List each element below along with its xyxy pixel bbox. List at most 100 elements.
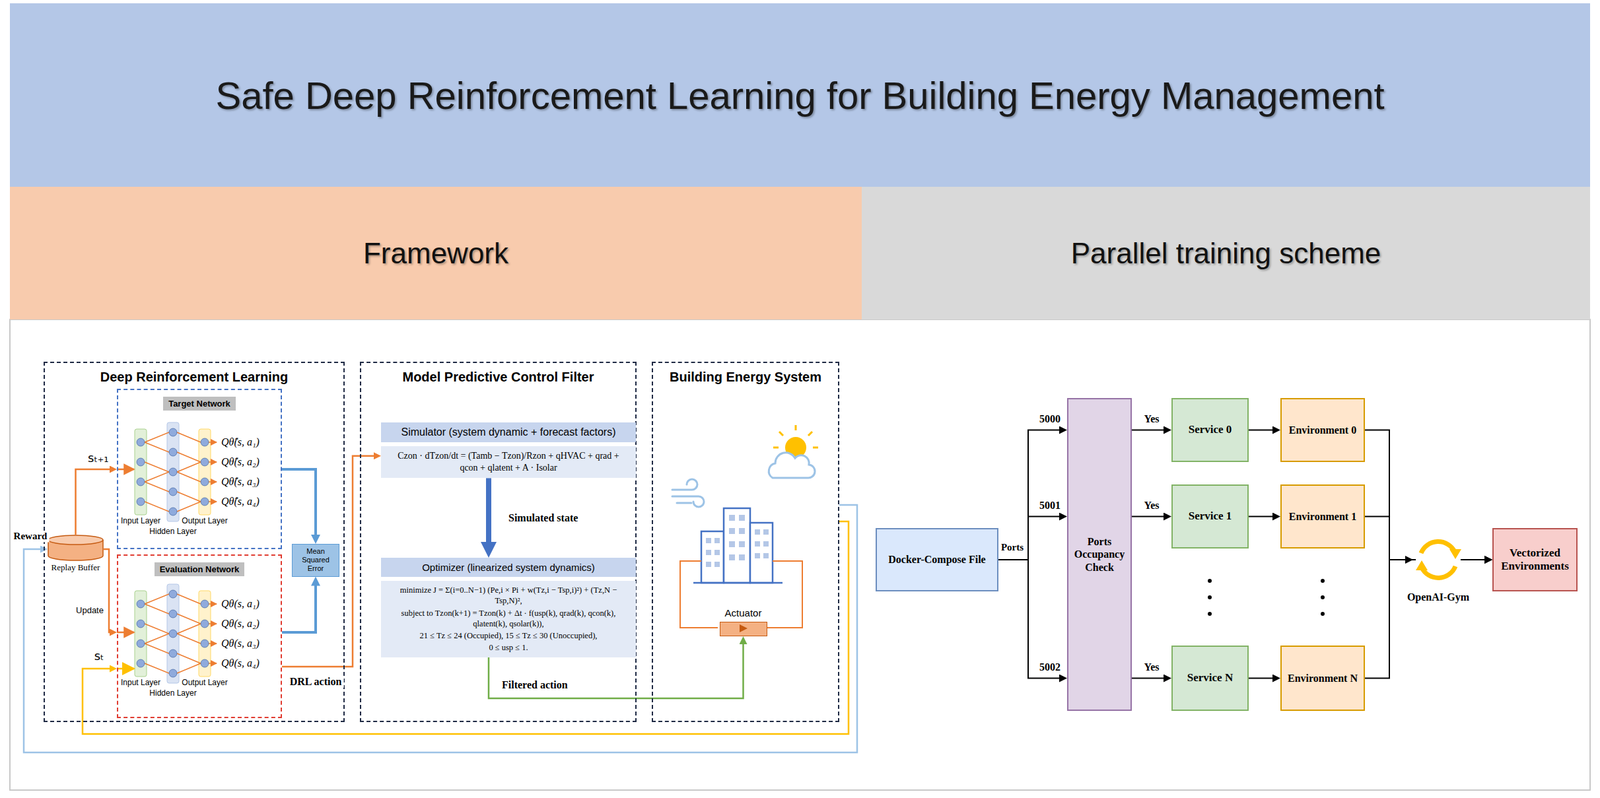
building-icon <box>729 541 735 548</box>
connector <box>1248 429 1274 432</box>
cylinder-top <box>48 535 104 545</box>
q-value-label: Qθ̂(s, a₃) <box>219 476 262 488</box>
icon-caption: OpenAI-Gym <box>1405 591 1472 604</box>
gym-icon <box>1421 566 1456 578</box>
building-icon <box>693 582 783 585</box>
formula-text: 0 ≤ usp ≤ 1. <box>381 641 636 658</box>
connector <box>281 584 316 633</box>
connector <box>998 430 1061 561</box>
weather-icon <box>795 425 798 431</box>
gym-icon <box>1421 542 1455 554</box>
control-loop <box>680 561 803 628</box>
network-box: Evaluation Network <box>116 554 282 719</box>
weather-icon <box>768 452 815 479</box>
continuation-dots <box>1320 612 1325 617</box>
target-network-drawing <box>134 422 217 522</box>
building-icon <box>701 531 724 584</box>
building-icon <box>738 528 745 535</box>
box-label: Ports Occupancy Check <box>1071 535 1128 574</box>
edge-label: Yes <box>1141 499 1161 512</box>
service-box: Service 0 <box>1171 398 1249 463</box>
edge-label: 5001 <box>1037 499 1063 512</box>
band-title: Framework <box>363 237 509 271</box>
building-icon <box>723 508 751 584</box>
connector <box>1131 678 1165 680</box>
box-label: Environment 0 <box>1284 423 1361 437</box>
panel-heading: Deep Reinforcement Learning <box>44 369 344 385</box>
network-heading: Evaluation Network <box>154 562 245 577</box>
dashed-panel: Target NetworkEvaluation NetworkReplay B… <box>43 361 345 723</box>
wind-icon <box>676 502 692 505</box>
edge-label: Filtered action <box>499 679 570 692</box>
formula-block: Optimizer (linearized system dynamics)mi… <box>381 557 636 658</box>
box-label: Environment N <box>1284 672 1361 685</box>
connector <box>486 478 492 545</box>
building-icon <box>714 561 720 568</box>
q-value-label: Qθ(s, a₂) <box>219 618 262 630</box>
panel-heading: Building Energy System <box>653 369 838 385</box>
building-icon <box>750 522 773 584</box>
diagram-title: Safe Deep Reinforcement Learning for Bui… <box>215 73 1385 118</box>
actuator: Actuator <box>711 607 776 637</box>
connector <box>281 456 376 667</box>
formula-text: subject to Tzon(k+1) = Tzon(k) + Δt · f(… <box>381 607 636 631</box>
continuation-dots <box>1320 595 1325 600</box>
panel-heading: Model Predictive Control Filter <box>361 369 636 385</box>
dashed-panel: Actuator Building Energy System <box>651 361 840 723</box>
edge-label: 5002 <box>1037 660 1063 673</box>
dashed-panel: Simulator (system dynamic + forecast fac… <box>359 361 637 723</box>
connector <box>1131 516 1165 518</box>
building-icon <box>714 538 720 544</box>
box-label: Mean Squared Error <box>295 547 337 574</box>
connector <box>281 469 316 537</box>
q-value-label: Qθ(s, a₄) <box>219 657 262 670</box>
building-icon <box>705 561 712 568</box>
edge-label: DRL action <box>287 676 345 689</box>
play-symbol <box>720 622 766 635</box>
input-arrow <box>116 668 135 671</box>
connector <box>103 549 111 633</box>
actuator-box <box>719 622 768 637</box>
environment-box: Environment N <box>1280 645 1365 712</box>
process-box: Mean Squared Error <box>291 544 340 578</box>
box-label: Vectorized Environments <box>1496 546 1574 574</box>
building-icon <box>705 538 712 544</box>
output-box: Vectorized Environments <box>1492 528 1578 592</box>
q-value-label: Qθ̂(s, a₁) <box>219 436 262 449</box>
q-value-label: Qθ̂(s, a₄) <box>219 495 262 508</box>
gym-icon <box>1415 537 1461 583</box>
wind-icon <box>672 496 704 508</box>
formula-text: Optimizer (linearized system dynamics) <box>381 557 636 578</box>
port-label: Ports <box>999 542 1026 554</box>
building-icon <box>763 529 769 535</box>
building-icon <box>754 553 761 559</box>
file-box: Docker-Compose File <box>875 528 999 592</box>
check-box: Ports Occupancy Check <box>1067 398 1132 712</box>
q-value-label: Qθ(s, a₁) <box>219 598 262 611</box>
cylinder-shape <box>47 534 104 562</box>
layer-label: Hidden Layer <box>147 689 199 699</box>
box-label: Environment 1 <box>1284 510 1361 523</box>
actuator-label: Actuator <box>711 607 776 620</box>
formula-text: Czon · dTzon/dt = (Tamb − Tzon)/Rzon + q… <box>381 446 636 479</box>
wind-icon <box>672 479 698 490</box>
layer-label: Hidden Layer <box>147 527 199 537</box>
q-value-label: Qθ(s, a₃) <box>219 637 262 650</box>
environment-box: Environment 0 <box>1280 398 1365 463</box>
weather-icon <box>779 431 784 436</box>
weather-icon <box>812 447 819 450</box>
control-loop <box>765 561 803 628</box>
connector <box>1364 430 1486 561</box>
evaluation-network-drawing <box>134 584 217 684</box>
connector <box>23 505 858 753</box>
connector <box>1131 429 1165 432</box>
input-arrow <box>116 631 135 634</box>
box-label: Docker-Compose File <box>879 553 995 566</box>
connector <box>75 469 112 535</box>
network-heading: Target Network <box>163 396 236 411</box>
edge-label: Yes <box>1141 660 1161 673</box>
edge-label: Reward <box>11 530 50 543</box>
formula-text: Simulator (system dynamic + forecast fac… <box>381 422 636 443</box>
building-icon <box>738 554 745 561</box>
